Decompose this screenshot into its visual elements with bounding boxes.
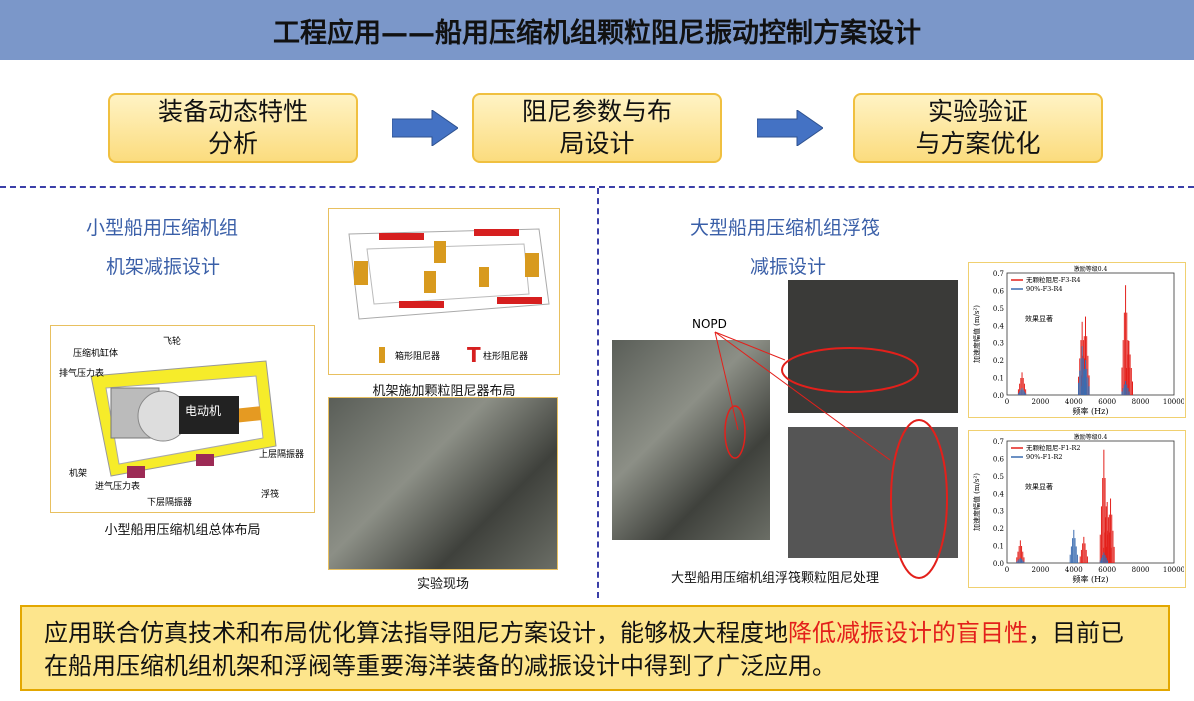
- y-tick-label: 0.7: [993, 438, 1004, 446]
- y-axis-label: 加速度幅值 (m/s²): [972, 305, 981, 363]
- legend-entry: 90%-F1-R2: [1026, 453, 1063, 461]
- frame-drawing: [348, 228, 550, 320]
- summary-highlight: 降低减振设计的盲目性: [788, 619, 1028, 647]
- x-tick-label: 0: [1005, 398, 1009, 406]
- step-dynamic-analysis: 装备动态特性 分析: [108, 93, 358, 163]
- plot-area: [1006, 272, 1175, 396]
- compressor-layout-drawing: [90, 360, 277, 478]
- box-damper-icon: [379, 347, 385, 363]
- experiment-site-photo: [328, 397, 558, 570]
- x-tick-label: 6000: [1098, 398, 1116, 406]
- column-damper-icon: T: [467, 343, 481, 367]
- x-tick-label: 4000: [1065, 566, 1083, 574]
- x-tick-label: 10000: [1163, 398, 1184, 406]
- step-validation: 实验验证 与方案优化: [853, 93, 1103, 163]
- x-tick-label: 0: [1005, 566, 1009, 574]
- right-arrow-icon: [392, 110, 458, 146]
- y-tick-label: 0.1: [993, 543, 1004, 551]
- y-tick-label: 0.1: [993, 375, 1004, 383]
- summary-text: ，目前已在船用压缩机组机架和浮阀等重要海洋装备的减振设计中得到了广泛应用。: [44, 619, 1124, 680]
- annotation-text: 效果显著: [1025, 482, 1053, 491]
- label-upper-isolator: 上层隔振器: [259, 450, 305, 460]
- compressor-layout-figure: 电动机 压缩机缸体 飞轮 排气压力表 机架 进气压力表 上层隔振器 下层隔振器 …: [50, 325, 315, 513]
- x-axis-label: 频率 (Hz): [1073, 574, 1109, 584]
- summary-box: 应用联合仿真技术和布局优化算法指导阻尼方案设计，能够极大程度地降低减振设计的盲目…: [20, 605, 1170, 691]
- figure-caption: 大型船用压缩机组浮筏颗粒阻尼处理: [670, 571, 879, 586]
- label-motor: 电动机: [185, 404, 222, 418]
- y-axis-label: 加速度幅值 (m/s²): [972, 473, 981, 531]
- label-lower-isolator: 下层隔振器: [147, 498, 193, 508]
- figure-caption: 机架施加颗粒阻尼器布局: [372, 384, 516, 399]
- spectrum-chart-1: 激励等级0.4 0.0 0.1 0.2 0.3 0.4 0.5 0.6 0.7 0 2000 4000…: [968, 262, 1186, 418]
- label-flywheel: 飞轮: [163, 337, 182, 347]
- legend-entry: 90%-F3-R4: [1026, 285, 1063, 293]
- figure-caption: 实验现场: [416, 577, 469, 592]
- divider: [597, 188, 599, 598]
- legend-box-damper: 箱形阻尼器: [395, 352, 441, 362]
- x-tick-label: 2000: [1031, 566, 1049, 574]
- step-damper-design: 阻尼参数与布 局设计: [472, 93, 722, 163]
- section-heading: 大型船用压缩机组浮筏: [690, 217, 881, 239]
- raft-photo: [612, 340, 770, 540]
- x-tick-label: 8000: [1132, 398, 1150, 406]
- right-arrow-icon: [757, 110, 823, 146]
- y-tick-label: 0.0: [993, 560, 1004, 568]
- y-tick-label: 0.0: [993, 392, 1004, 400]
- y-tick-label: 0.4: [993, 322, 1005, 330]
- chart-svg: 激励等级0.4 0.0 0.1 0.2 0.3 0.4 0.5 0.6 0.7 0 2000 4000…: [972, 433, 1185, 584]
- annotation-overlay: [714, 331, 948, 579]
- label-exhaust-gauge: 排气压力表: [59, 369, 105, 379]
- chart-title: 激励等级0.4: [1074, 433, 1108, 441]
- figure-caption: 小型船用压缩机组总体布局: [104, 523, 261, 538]
- chart-title: 激励等级0.4: [1074, 265, 1108, 273]
- section-heading: 减振设计: [750, 256, 827, 278]
- y-tick-label: 0.3: [993, 340, 1004, 348]
- summary-text: 应用联合仿真技术和布局优化算法指导阻尼方案设计，能够极大程度地: [44, 619, 788, 647]
- section-heading: 机架减振设计: [106, 256, 221, 278]
- chart-svg: 激励等级0.4 0.0 0.1 0.2 0.3 0.4 0.5 0.6 0.7 0 2000 4000…: [972, 265, 1185, 416]
- damper-side-photo: [788, 427, 958, 558]
- y-tick-label: 0.6: [993, 287, 1005, 295]
- y-tick-label: 0.2: [993, 525, 1004, 533]
- x-tick-label: 10000: [1163, 566, 1184, 574]
- y-tick-label: 0.3: [993, 508, 1004, 516]
- label-raft: 浮筏: [261, 490, 280, 500]
- x-tick-label: 8000: [1132, 566, 1150, 574]
- y-tick-label: 0.5: [993, 305, 1004, 313]
- label-cylinder: 压缩机缸体: [73, 349, 119, 359]
- x-tick-label: 2000: [1031, 398, 1049, 406]
- y-tick-label: 0.2: [993, 357, 1004, 365]
- divider: [0, 186, 1194, 188]
- x-tick-label: 4000: [1065, 398, 1083, 406]
- plot-area: [1006, 440, 1175, 564]
- slide-title: 工程应用——船用压缩机组颗粒阻尼振动控制方案设计: [273, 17, 921, 49]
- legend-column-damper: 柱形阻尼器: [483, 352, 529, 362]
- annotation-text: 效果显著: [1025, 314, 1053, 323]
- nopd-label: NOPD: [692, 317, 727, 331]
- y-tick-label: 0.7: [993, 270, 1004, 278]
- y-tick-label: 0.4: [993, 490, 1005, 498]
- damper-layout-figure: 箱形阻尼器 T 柱形阻尼器: [328, 208, 560, 375]
- legend-entry: 无颗粒阻尼-F1-R2: [1026, 443, 1081, 452]
- spectrum-chart-2: 激励等级0.4 0.0 0.1 0.2 0.3 0.4 0.5 0.6 0.7 0 2000 4000…: [968, 430, 1186, 588]
- legend-entry: 无颗粒阻尼-F3-R4: [1026, 275, 1081, 284]
- y-tick-label: 0.5: [993, 473, 1004, 481]
- label-frame: 机架: [69, 469, 88, 479]
- y-tick-label: 0.6: [993, 455, 1005, 463]
- title-bar: 工程应用——船用压缩机组颗粒阻尼振动控制方案设计: [0, 0, 1194, 60]
- label-intake-gauge: 进气压力表: [95, 482, 141, 492]
- x-axis-label: 频率 (Hz): [1073, 406, 1109, 416]
- x-tick-label: 6000: [1098, 566, 1116, 574]
- section-heading: 小型船用压缩机组: [86, 217, 239, 239]
